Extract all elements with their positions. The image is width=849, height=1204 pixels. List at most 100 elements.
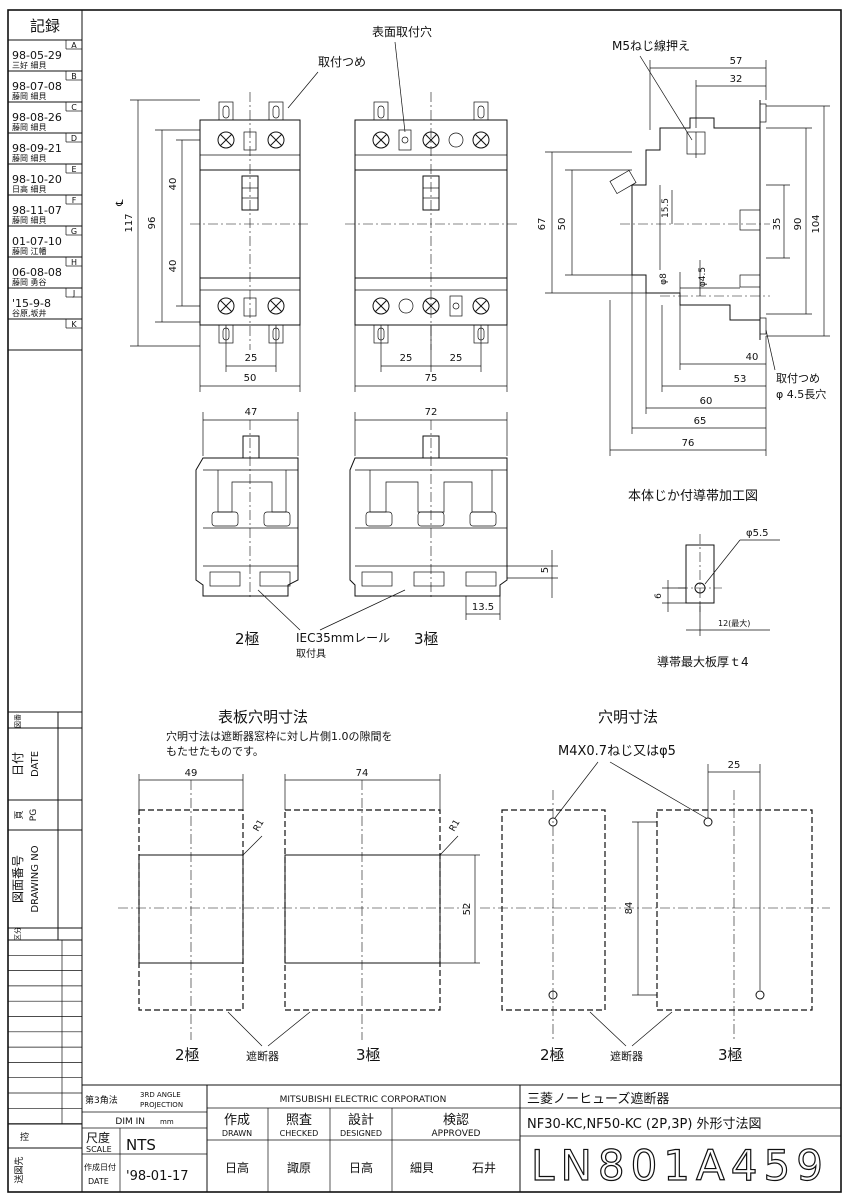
conductor-thickness: 導帯最大板厚ｔ4 [657,655,749,669]
record-letter: A [71,41,77,50]
dim-104: 104 [811,214,822,233]
panel-cutout: 表板穴明寸法 穴明寸法は遮断器窓枠に対し片側1.0の隙間を もたせたものです。 … [118,708,480,1064]
dim-96: 96 [147,217,158,230]
tb-mm: mm [160,1118,174,1126]
hole-dims: 穴明寸法 M4X0.7ねじ又はφ5 25 84 2極 遮断器 3極 [480,708,830,1064]
tb-approved-name2: 石井 [472,1161,496,1175]
hole-pole2: 2極 [540,1046,565,1064]
record-names: 藤岡 細貝 [12,215,47,225]
record-letter: F [72,196,77,205]
dim-60: 60 [700,396,713,407]
tb-approved-jp: 検認 [443,1112,469,1128]
tb-approved-name1: 細貝 [410,1161,434,1175]
side-view: 57 32 M5ねじ線押え 67 50 15.5 φ8 φ4.5 35 90 1… [537,38,830,456]
side-page-en: PG [29,809,39,821]
tb-company: MITSUBISHI ELECTRIC CORPORATION [280,1095,447,1105]
record-letter: K [71,320,77,329]
record-names: 谷原,坂井 [12,308,47,318]
hole-dims-title: 穴明寸法 [598,708,658,726]
record-letter: G [71,227,77,236]
side-hikae: 控 [20,1131,29,1143]
dim-57: 57 [730,56,743,67]
side-sendo: 送図先 [13,1156,25,1183]
record-header: 記録 [30,17,60,35]
panel-pole2: 2極 [175,1046,200,1064]
record-letter: B [71,72,77,81]
record-letter: C [71,103,77,112]
title-block: 第3角法 3RD ANGLE PROJECTION DIM IN mm 尺度 S… [82,1084,841,1192]
tb-created-jp: 作成日付 [84,1162,116,1172]
tb-drawn-name: 日高 [225,1160,249,1175]
centerline-mark-icon: ℄ [115,199,126,207]
dim-40-side: 40 [746,352,759,363]
record-names: 藤岡 勇谷 [12,277,47,287]
tb-checked-jp: 照査 [286,1113,312,1128]
front-view-2p: 117 ℄ 96 40 40 25 50 取付つめ [115,55,366,392]
record-date: 98-07-08 [12,80,62,93]
dim-52: 52 [462,903,473,916]
label-m5-screw: M5ねじ線押え [612,38,690,53]
hole-breaker: 遮断器 [610,1049,643,1063]
label-slot: φ 4.5長穴 [776,387,826,401]
label-mount-claw: 取付つめ [318,55,366,69]
conductor-detail: 本体じか付導帯加工図 φ5.5 6 12(最大) 導帯最大板厚ｔ4 [628,489,780,669]
dim-25-hole: 25 [728,760,741,771]
dim-74: 74 [356,768,369,779]
record-letter: D [71,134,77,143]
dim-5: 5 [540,567,551,573]
record-names: 藤岡 細貝 [12,91,47,101]
label-mount-claw-side: 取付つめ [776,372,820,385]
dim-phi-4-5: φ4.5 [698,267,708,287]
dim-32: 32 [730,74,743,85]
conductor-phi: φ5.5 [746,528,769,539]
dim-67: 67 [537,218,548,231]
record-row: J'15-9-8谷原,坂井 [8,288,82,320]
conductor-title: 本体じか付導帯加工図 [628,489,758,504]
label-pole3-bottom: 3極 [414,630,439,648]
tb-projection-jp: 第3角法 [85,1094,118,1106]
tb-title1: 三菱ノーヒューズ遮断器 [527,1091,669,1107]
side-drawing-jp: 図面番号 [11,855,25,903]
tb-scale-val: NTS [126,1136,156,1154]
label-pole2-bottom: 2極 [235,630,260,648]
tb-drawn-en: DRAWN [222,1129,252,1138]
tb-scale-en: SCALE [86,1145,112,1154]
hole-pole3: 3極 [718,1046,743,1064]
record-date: 98-05-29 [12,49,62,62]
record-names: 藤岡 細貝 [12,122,47,132]
record-letter: H [71,258,77,267]
label-r1a: R1 [252,818,267,833]
tb-projection-en1: 3RD ANGLE [140,1091,181,1099]
dim-25-2p: 25 [245,353,258,364]
tb-title2: NF30-KC,NF50-KC (2P,3P) 外形寸法図 [527,1117,762,1132]
dim-47: 47 [245,407,258,418]
tb-checked-name: 諏原 [287,1160,311,1175]
tb-created-en: DATE [88,1177,109,1186]
side-drawing-en: DRAWING NO [30,845,41,912]
sheet-border [7,9,842,1193]
record-names: 藤岡 細貝 [12,153,47,163]
dim-117: 117 [124,213,135,232]
tb-designed-name: 日高 [349,1160,373,1175]
dim-25b-3p: 25 [450,353,463,364]
record-date: '15-9-8 [12,297,51,310]
panel-cutout-note2: もたせたものです。 [166,745,264,758]
record-names: 藤岡 江幡 [12,246,47,256]
tb-created-val: '98-01-17 [126,1169,189,1184]
dim-25a-3p: 25 [400,353,413,364]
conductor-d6: 6 [654,593,664,599]
dim-13-5: 13.5 [472,602,494,613]
tb-drawn-jp: 作成 [224,1113,250,1128]
tb-approved-en: APPROVED [432,1129,481,1139]
tb-scale-jp: 尺度 [86,1130,110,1145]
dim-84: 84 [624,902,635,915]
dim-49: 49 [185,768,198,779]
dim-76: 76 [682,438,695,449]
